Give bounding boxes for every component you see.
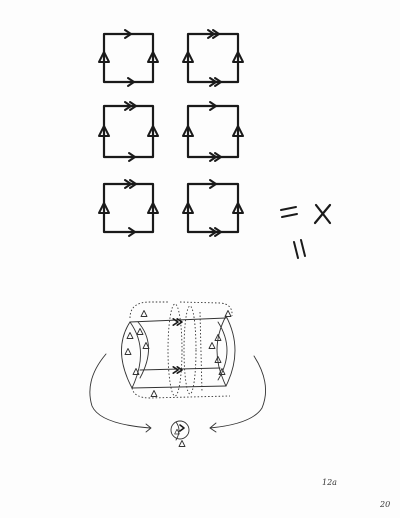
collapsed-figure — [170, 420, 190, 447]
parallel-equals-sign — [293, 239, 306, 259]
square-6 — [182, 179, 244, 237]
square-2 — [182, 29, 244, 87]
square-4 — [182, 101, 244, 162]
torus-construction — [89, 301, 267, 447]
page-label: 12a — [322, 478, 337, 487]
page-number: 20 — [380, 500, 391, 509]
equals-sign — [280, 206, 298, 218]
x-symbol — [313, 203, 332, 225]
square-1 — [98, 29, 159, 87]
square-3 — [98, 101, 159, 162]
square-5 — [98, 179, 159, 237]
